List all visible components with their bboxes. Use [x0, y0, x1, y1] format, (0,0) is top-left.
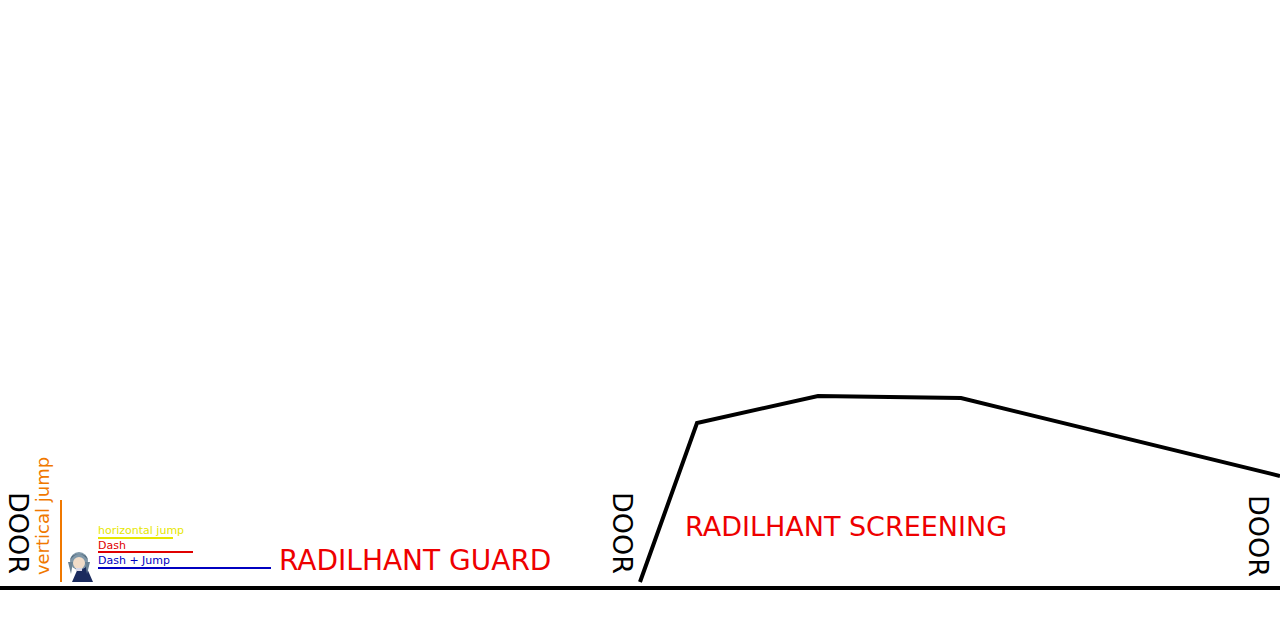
dash-line — [98, 551, 193, 553]
room-name: RADILHANT GUARD — [279, 547, 551, 575]
door-label: DOOR — [5, 492, 32, 574]
door-label: DOOR — [1245, 495, 1272, 577]
door-label: DOOR — [609, 492, 636, 574]
room-name: RADILHANT SCREENING — [685, 513, 1007, 540]
player-sprite — [68, 552, 93, 582]
terrain-outline — [640, 396, 1280, 582]
jump-label: horizontal jump — [98, 525, 184, 536]
jump-label: vertical jump — [34, 457, 52, 575]
dash-label: Dash — [98, 540, 126, 551]
ground-line — [0, 586, 1280, 590]
vertical-jump-line — [60, 500, 62, 582]
dash-label: Dash + Jump — [98, 555, 170, 566]
dash-jump-line — [98, 567, 271, 569]
